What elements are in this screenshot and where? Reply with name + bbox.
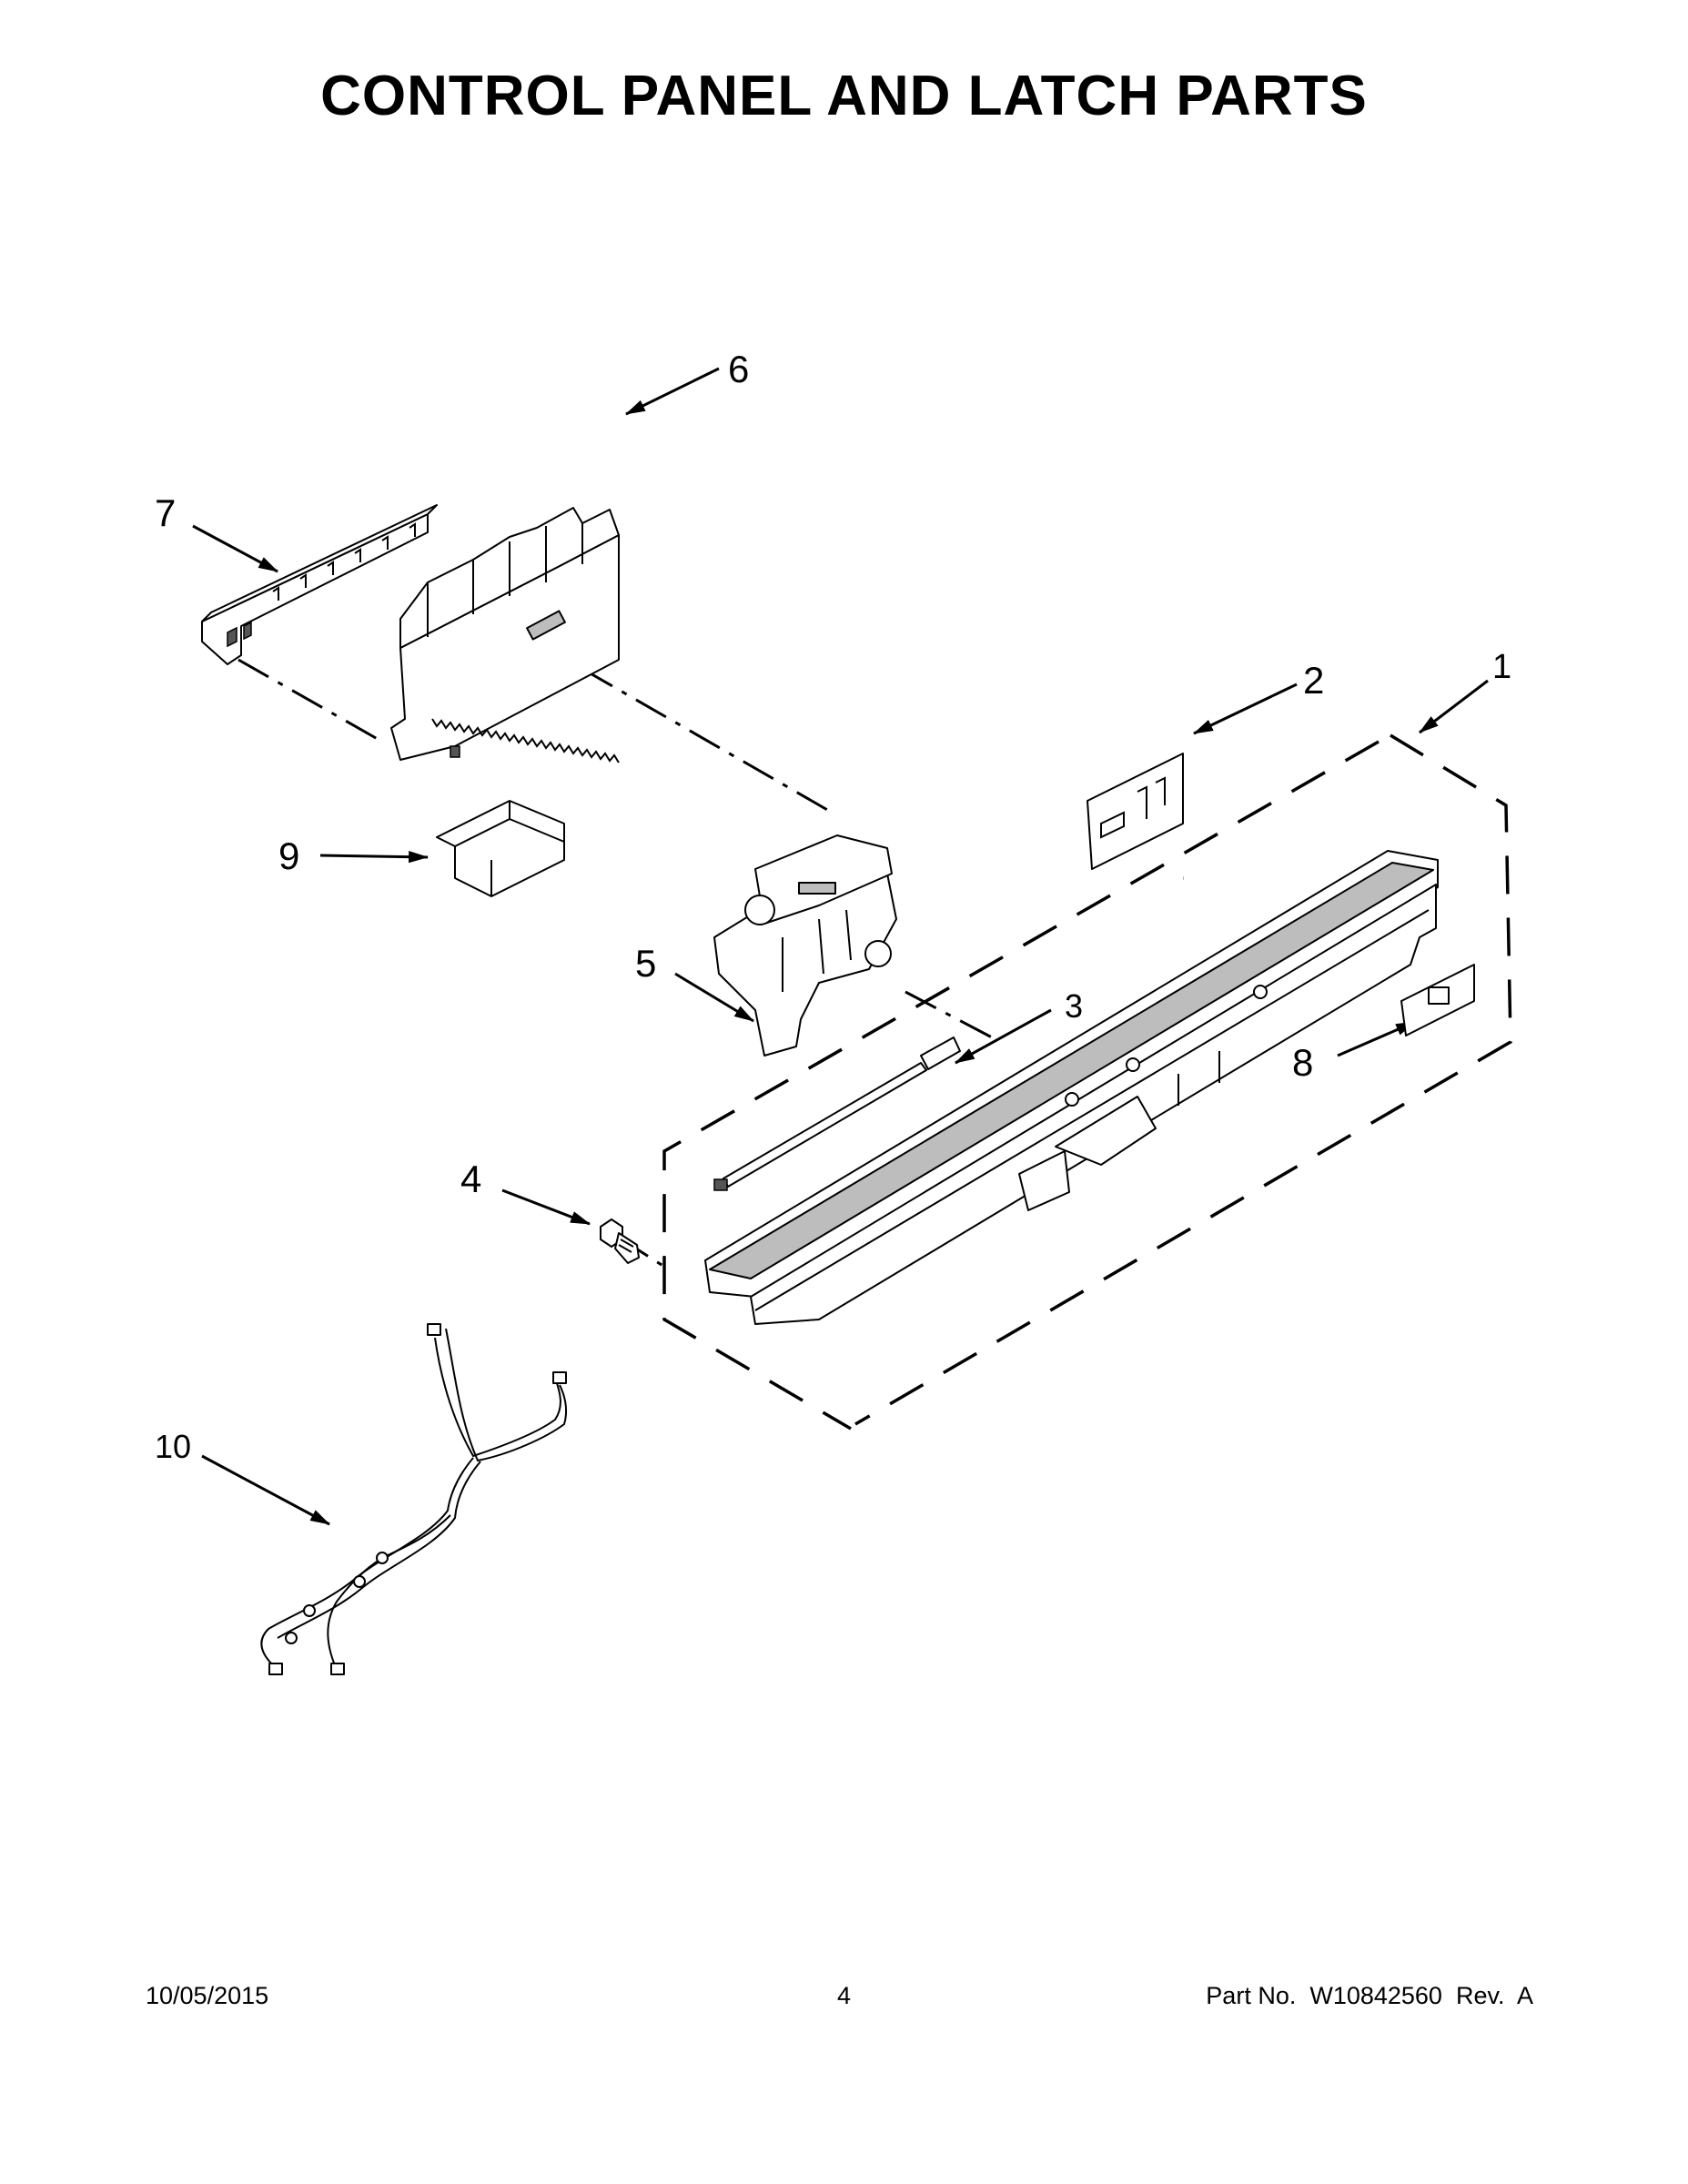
callout-label-4: 4: [460, 1158, 481, 1200]
callout-label-6: 6: [728, 348, 749, 390]
leader-arrows: [192, 367, 1489, 1526]
callout-label-9: 9: [278, 834, 299, 877]
alignment-lines: [238, 658, 993, 1271]
callout-label-10: 10: [155, 1428, 191, 1465]
item-5-latch-assembly: [713, 834, 897, 1057]
callout-label-2: 2: [1303, 659, 1324, 702]
callout-label-1: 1: [1492, 648, 1511, 686]
item-7-bracket: [201, 504, 438, 665]
assembly-boundary-item-1: [662, 733, 1512, 1431]
page-title: CONTROL PANEL AND LATCH PARTS: [320, 65, 1368, 127]
item-9-bracket: [436, 800, 565, 897]
footer-date: 10/05/2015: [146, 1982, 269, 2009]
item-6-control-board-housing: [390, 507, 620, 763]
item-2-panel: [1087, 753, 1184, 870]
item-4-screw: [600, 1218, 640, 1264]
callout-label-8: 8: [1292, 1041, 1313, 1084]
item-1-control-panel: [704, 850, 1439, 1325]
item-10-wire-harness: [260, 1323, 568, 1675]
item-3-rod: [713, 1036, 961, 1191]
callout-label-7: 7: [155, 491, 176, 534]
callout-label-3: 3: [1065, 987, 1083, 1025]
callout-label-5: 5: [635, 942, 656, 985]
footer-page-number: 4: [836, 1982, 852, 2009]
item-8-board: [1400, 964, 1475, 1036]
footer-part-number: Part No. W10842560 Rev. A: [1206, 1982, 1533, 2009]
